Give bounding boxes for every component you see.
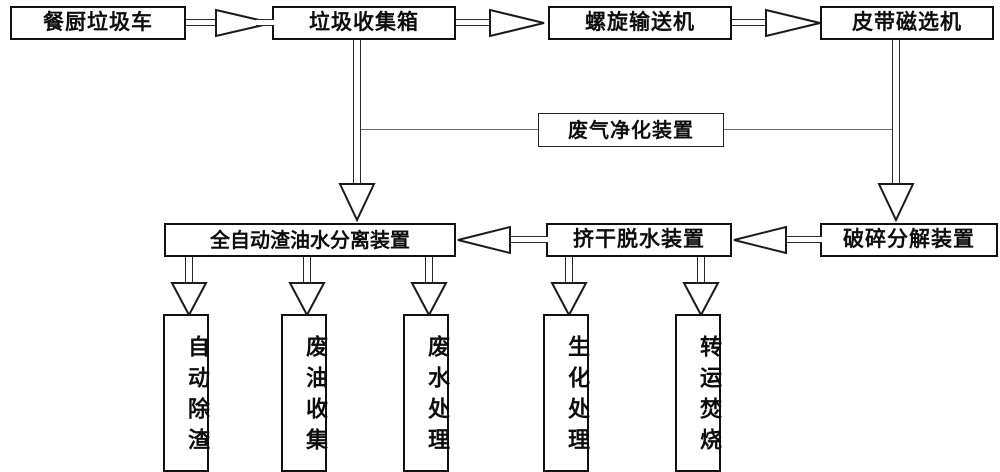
edge-shaft-dewatering-to-oilwater	[508, 236, 548, 243]
edge-shaft-magnetic-to-crusher	[892, 40, 900, 186]
arrowhead-bin-to-oilwater	[338, 182, 376, 222]
node-screw-conveyor[interactable]: 螺旋输送机	[548, 6, 732, 40]
edge-shaft-oilwater-to-slag	[185, 257, 193, 285]
arrowhead-dewatering-to-oilwater	[456, 225, 512, 255]
edge-gaspurifier-left-tap	[361, 129, 538, 131]
edge-shaft-oilwater-to-oil	[303, 257, 311, 285]
edge-shaft-bin-to-conveyor	[456, 19, 490, 26]
node-crushing-decomposition-device[interactable]: 破碎分解装置	[820, 223, 998, 257]
arrowhead-oilwater-to-oil	[288, 281, 326, 317]
arrowhead-truck-to-bin	[214, 8, 274, 38]
edge-shaft-dewatering-to-incineration	[697, 257, 705, 285]
edge-shaft-bin-to-oilwater	[353, 40, 361, 186]
node-auto-slag-removal[interactable]: 自动除渣	[163, 314, 209, 472]
node-kitchen-waste-truck[interactable]: 餐厨垃圾车	[10, 6, 186, 40]
arrowhead-crusher-to-dewatering	[732, 225, 788, 255]
arrowhead-bin-to-conveyor	[488, 8, 546, 38]
node-belt-magnetic-separator[interactable]: 皮带磁选机	[820, 6, 994, 40]
node-exhaust-gas-purifier[interactable]: 废气净化装置	[538, 113, 724, 147]
node-squeeze-dewatering-device[interactable]: 挤干脱水装置	[546, 223, 732, 257]
edge-shaft-truck-to-bin-tail	[256, 19, 274, 26]
node-transfer-incineration[interactable]: 转运焚烧	[675, 314, 721, 472]
edge-shaft-oilwater-to-water	[425, 257, 433, 285]
node-waste-oil-collection[interactable]: 废油收集	[281, 314, 327, 472]
arrowhead-oilwater-to-slag	[170, 281, 208, 317]
node-wastewater-treatment[interactable]: 废水处理	[403, 314, 449, 472]
arrowhead-conveyor-to-magnetic	[764, 8, 822, 38]
arrowhead-oilwater-to-water	[410, 281, 448, 317]
arrowhead-dewatering-to-incineration	[682, 281, 720, 317]
edge-shaft-truck-to-bin	[186, 19, 216, 26]
arrowhead-dewatering-to-biochem	[550, 281, 588, 317]
node-waste-collection-bin[interactable]: 垃圾收集箱	[272, 6, 456, 40]
edge-gaspurifier-right-tap	[724, 129, 892, 131]
edge-shaft-crusher-to-dewatering	[784, 236, 822, 243]
arrowhead-magnetic-to-crusher	[877, 182, 915, 222]
node-biochemical-treatment[interactable]: 生化处理	[543, 314, 589, 472]
edge-shaft-dewatering-to-biochem	[565, 257, 573, 285]
edge-shaft-conveyor-to-magnetic	[732, 19, 766, 26]
node-auto-residue-oil-water-separator[interactable]: 全自动渣油水分离装置	[164, 223, 456, 257]
